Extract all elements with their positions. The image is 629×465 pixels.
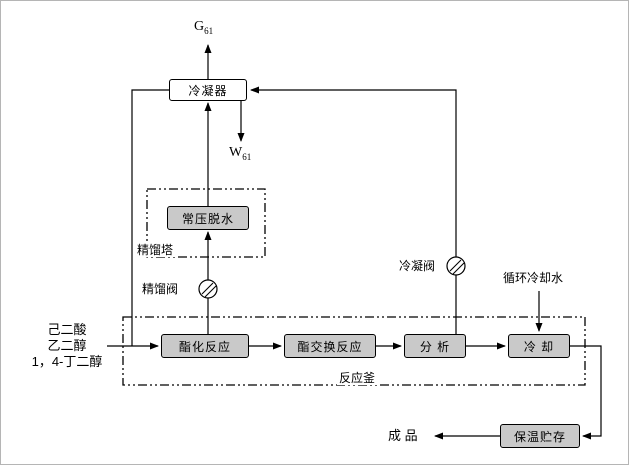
water-symbol: W bbox=[229, 145, 243, 160]
analysis-box: 分 析 bbox=[404, 334, 466, 358]
storage-box: 保温贮存 bbox=[500, 424, 580, 448]
distillation-tower-boundary bbox=[146, 188, 266, 258]
reaction-kettle-boundary bbox=[122, 316, 586, 386]
gas-stream-label: G61 bbox=[194, 20, 213, 38]
feed-item-adipic-acid: 己二酸 bbox=[47, 322, 87, 337]
condense-valve-label: 冷凝阀 bbox=[399, 259, 436, 273]
condenser-box: 冷凝器 bbox=[169, 79, 247, 101]
gas-subscript: 61 bbox=[204, 25, 214, 36]
reflux-line bbox=[131, 89, 169, 346]
feed-item-butanediol: 1，4-丁二醇 bbox=[31, 354, 103, 369]
kettle-label: 反应釜 bbox=[337, 371, 378, 385]
feed-item-ethylene-glycol: 乙二醇 bbox=[47, 338, 87, 353]
water-subscript: 61 bbox=[242, 151, 252, 162]
gas-symbol: G bbox=[194, 19, 205, 34]
cooling-box: 冷 却 bbox=[508, 334, 570, 358]
cooling-water-label: 循环冷却水 bbox=[503, 271, 564, 285]
distill-valve-label: 精馏阀 bbox=[142, 282, 179, 296]
distill-valve-icon bbox=[198, 279, 218, 299]
tower-label: 精馏塔 bbox=[135, 243, 176, 257]
vapor-return-to-condenser-line bbox=[250, 86, 457, 334]
water-stream-label: W61 bbox=[229, 146, 251, 164]
condense-valve-icon bbox=[446, 256, 466, 276]
dehydration-box: 常压脱水 bbox=[167, 206, 249, 230]
esterification-box: 酯化反应 bbox=[161, 334, 249, 358]
cooling-to-storage-line bbox=[570, 345, 602, 440]
transesterification-box: 酯交换反应 bbox=[284, 334, 376, 358]
feed-labels: 己二酸 乙二醇 1，4-丁二醇 bbox=[21, 322, 113, 370]
product-label: 成 品 bbox=[388, 428, 418, 443]
